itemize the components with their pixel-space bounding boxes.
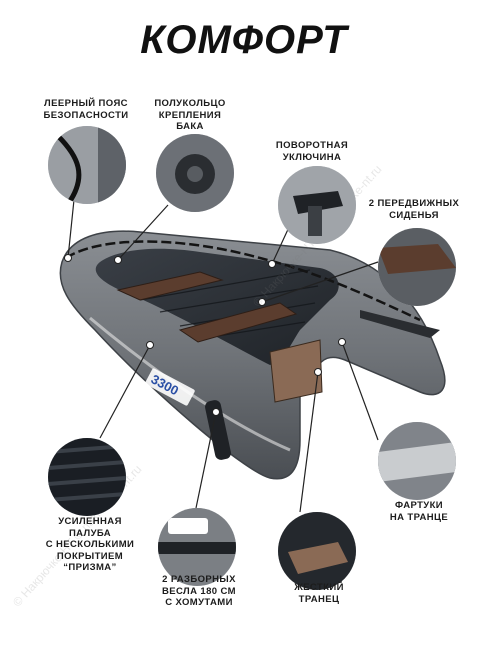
label-seats: 2 ПЕРЕДВИЖНЫХ СИДЕНЬЯ (368, 198, 460, 221)
detail-transom (278, 512, 356, 590)
detail-oarlock (278, 166, 356, 244)
detail-half-ring (156, 134, 234, 212)
boat-floor (95, 248, 339, 365)
leader-lines (67, 189, 379, 513)
page-title: КОМФОРТ (140, 18, 348, 62)
detail-deck (48, 438, 126, 516)
safety-rope (65, 240, 421, 322)
detail-seats (378, 228, 456, 306)
seat-front (116, 271, 224, 301)
label-deck: УСИЛЕННАЯ ПАЛУБА С НЕСКОЛЬКИМИ ПОКРЫТИЕМ… (45, 516, 135, 573)
transom-board (269, 339, 323, 403)
detail-safety-rope (48, 126, 126, 204)
label-aprons: ФАРТУКИ НА ТРАНЦЕ (389, 500, 449, 523)
detail-oars (158, 508, 236, 586)
label-oars: 2 РАЗБОРНЫХ ВЕСЛА 180 СМ С ХОМУТАМИ (162, 574, 236, 608)
label-transom: ЖЕСТКИЙ ТРАНЕЦ (294, 582, 344, 605)
label-oarlock: ПОВОРОТНАЯ УКЛЮЧИНА (275, 140, 349, 163)
detail-aprons (378, 422, 456, 500)
label-half-ring: ПОЛУКОЛЬЦО КРЕПЛЕНИЯ БАКА (154, 98, 226, 132)
label-safety-rope: ЛЕЕРНЫЙ ПОЯС БЕЗОПАСНОСТИ (43, 98, 129, 121)
seat-rear (178, 302, 298, 343)
